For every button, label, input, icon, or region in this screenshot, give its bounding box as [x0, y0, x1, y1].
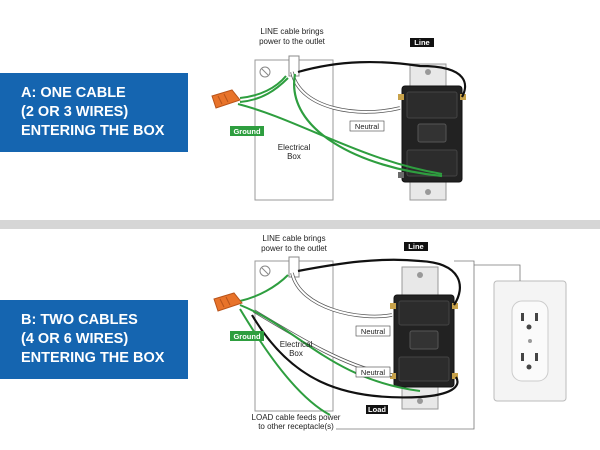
panel-b: B: TWO CABLES (4 OR 6 WIRES) ENTERING TH…: [0, 229, 600, 450]
ground-wire-b: [239, 304, 421, 392]
panel-a: A: ONE CABLE (2 OR 3 WIRES) ENTERING THE…: [0, 0, 600, 220]
box-label-b-1: Electrical: [280, 340, 313, 349]
line-tag-a: Line: [414, 38, 429, 47]
ground-tag-a: Ground: [233, 127, 260, 136]
wire-nut-icon: [211, 89, 241, 109]
ground-tag-b: Ground: [233, 332, 260, 341]
line-note-a-2: power to the outlet: [259, 37, 326, 46]
box-label-b-2: Box: [289, 349, 303, 358]
diagram-b: LINE cable brings power to the outlet Li…: [213, 234, 567, 431]
line-tag-b: Line: [408, 242, 423, 251]
box-label-a-1: Electrical: [278, 143, 311, 152]
load-tag-b: Load: [368, 405, 386, 414]
downstream-receptacle-icon: [493, 280, 567, 402]
neutral-wire-a: [291, 71, 401, 113]
wire-nut-icon: [213, 292, 243, 312]
diagram-a: LINE cable brings power to the outlet Li…: [211, 27, 467, 201]
neutral-tag-b-1: Neutral: [361, 327, 386, 336]
neutral-wire-b-1: [291, 272, 393, 318]
banner-a-line-2: (2 OR 3 WIRES): [21, 104, 129, 120]
gfci-receptacle-b: [390, 266, 458, 410]
banner-a-line-1: A: ONE CABLE: [21, 85, 126, 101]
banner-b-line-3: ENTERING THE BOX: [21, 350, 165, 366]
load-note-b-1: LOAD cable feeds power: [252, 413, 341, 422]
line-note-b-2: power to the outlet: [261, 244, 328, 253]
line-wire-a: [297, 60, 467, 98]
line-note-b-1: LINE cable brings: [262, 234, 325, 243]
banner-a-line-3: ENTERING THE BOX: [21, 123, 165, 139]
banner-a: A: ONE CABLE (2 OR 3 WIRES) ENTERING THE…: [0, 73, 188, 152]
neutral-tag-a: Neutral: [355, 122, 380, 131]
load-wire-b: [251, 314, 459, 399]
gfci-receptacle-a: [398, 63, 466, 201]
neutral-tag-b-2: Neutral: [361, 368, 386, 377]
line-note-a-1: LINE cable brings: [260, 27, 323, 36]
banner-b-line-2: (4 OR 6 WIRES): [21, 331, 129, 347]
ground-wire-a: [293, 73, 443, 178]
line-wire-b: [297, 258, 461, 306]
banner-b: B: TWO CABLES (4 OR 6 WIRES) ENTERING TH…: [0, 300, 188, 379]
box-label-a-2: Box: [287, 152, 301, 161]
load-note-b-2: to other receptacle(s): [258, 422, 334, 431]
banner-b-line-1: B: TWO CABLES: [21, 312, 138, 328]
